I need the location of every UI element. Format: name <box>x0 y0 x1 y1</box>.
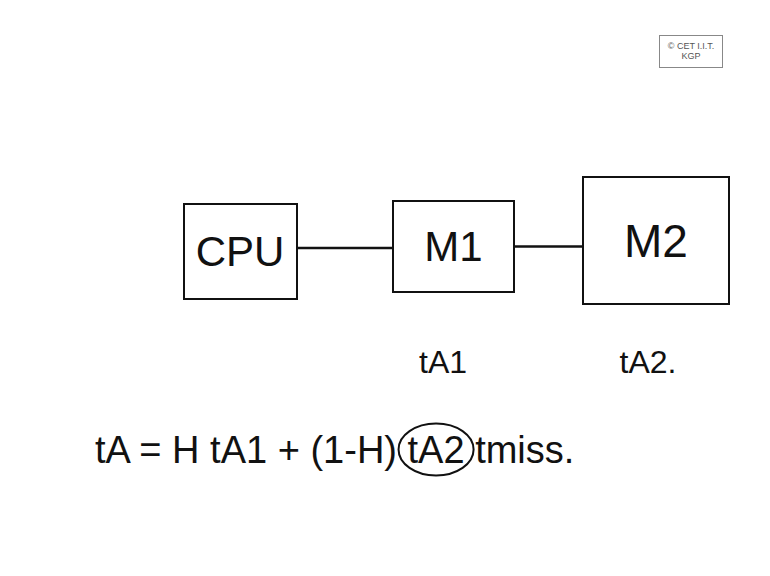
box-text: M1 <box>424 223 482 271</box>
box-text: M2 <box>624 214 688 268</box>
box-text: CPU <box>196 228 285 276</box>
box-text: © CET I.I.T. KGP <box>660 41 722 62</box>
memory-box: M1 <box>392 200 515 293</box>
formula-text: tA = H tA1 + (1-H) tA2 tmiss. <box>95 429 574 472</box>
memory-box: M2 <box>582 176 730 305</box>
cpu-box: CPU <box>183 203 298 300</box>
access-time-label: tA1 <box>419 344 467 381</box>
bus-line <box>515 245 582 248</box>
access-time-label: tA2. <box>620 344 677 381</box>
bus-line <box>298 247 393 250</box>
watermark-box: © CET I.I.T. KGP <box>659 35 723 68</box>
